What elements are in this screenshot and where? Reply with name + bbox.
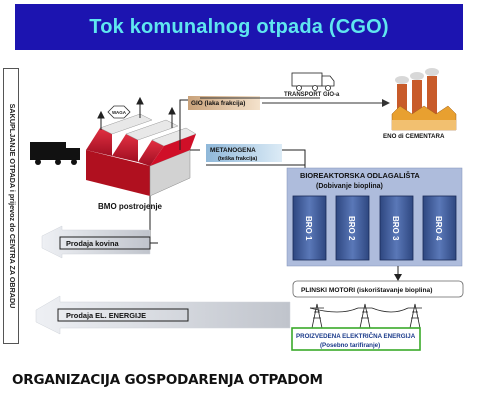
- bottom-heading: ORGANIZACIJA GOSPODARENJA OTPADOM: [12, 372, 323, 388]
- metanogena-sublabel: (teška frakcija): [218, 156, 257, 162]
- energy-sale-box: [57, 308, 189, 322]
- metals-sale-arrow: [41, 225, 151, 259]
- collection-side-box: SAKUPLJANJE OTPADA i prijevoz do CENTRA …: [3, 68, 19, 344]
- transport-label: TRANSPORT GIO-a: [284, 92, 340, 98]
- metanogena-box: [206, 144, 282, 162]
- bro-label-1: BRO 1: [304, 216, 313, 241]
- truck-icon: [30, 142, 80, 165]
- cement-plant-icon: [391, 68, 457, 131]
- waga-scale-icon: [107, 105, 131, 119]
- title-banner: Tok komunalnog otpada (CGO): [15, 4, 463, 50]
- bro-units: BRO 1 BRO 2 BRO 3 BRO 4: [292, 195, 457, 261]
- bro-label-2: BRO 2: [347, 216, 356, 241]
- transport-arrowhead: [382, 99, 390, 107]
- transport-truck-icon: [291, 72, 335, 91]
- biogas-arrowhead: [394, 274, 402, 281]
- energy-sale-arrow: [35, 295, 291, 335]
- metals-sale-box: [59, 236, 151, 250]
- bro-unit-2: [335, 195, 370, 261]
- metanogena-down-line: [282, 149, 306, 170]
- energy-box: [291, 327, 421, 351]
- page-title: Tok komunalnog otpada (CGO): [89, 15, 389, 38]
- gio-connector: [179, 99, 188, 150]
- power-pylon-icons: [309, 303, 422, 329]
- energy-sale-label: Prodaja EL. ENERGIJE: [66, 311, 146, 320]
- gas-engines-box: [292, 280, 464, 298]
- cement-label: ENO di CEMENTARA: [383, 133, 445, 140]
- bmo-factory-icon: [86, 113, 197, 197]
- energy-label-line1: PROIZVEDENA ELEKTRIČNA ENERGIJA: [296, 333, 416, 340]
- bro-unit-1: [292, 195, 327, 261]
- waga-label: WAGA: [112, 110, 127, 115]
- bro-unit-3: [379, 195, 414, 261]
- metanogena-label: METANOGENA: [210, 147, 256, 154]
- bioreactor-title: BIOREAKTORSKA ODLAGALIŠTA: [300, 171, 420, 180]
- gas-engines-label: PLINSKI MOTORI (iskorištavanje bioplina): [301, 287, 432, 294]
- bmo-label: BMO postrojenje: [98, 202, 163, 211]
- emission-arrows: [97, 96, 176, 130]
- metals-sale-label: Prodaja kovina: [66, 239, 119, 248]
- energy-label-line2: (Posebno tarifiranje): [320, 342, 380, 349]
- bro-unit-4: [422, 195, 457, 261]
- gio-label: GIO (laka frakcija): [191, 100, 245, 107]
- bioreactor-subtitle: (Dobivanje bioplina): [316, 183, 383, 190]
- bro-label-3: BRO 3: [391, 216, 400, 241]
- gio-box: [188, 96, 260, 110]
- bro-label-4: BRO 4: [434, 216, 443, 241]
